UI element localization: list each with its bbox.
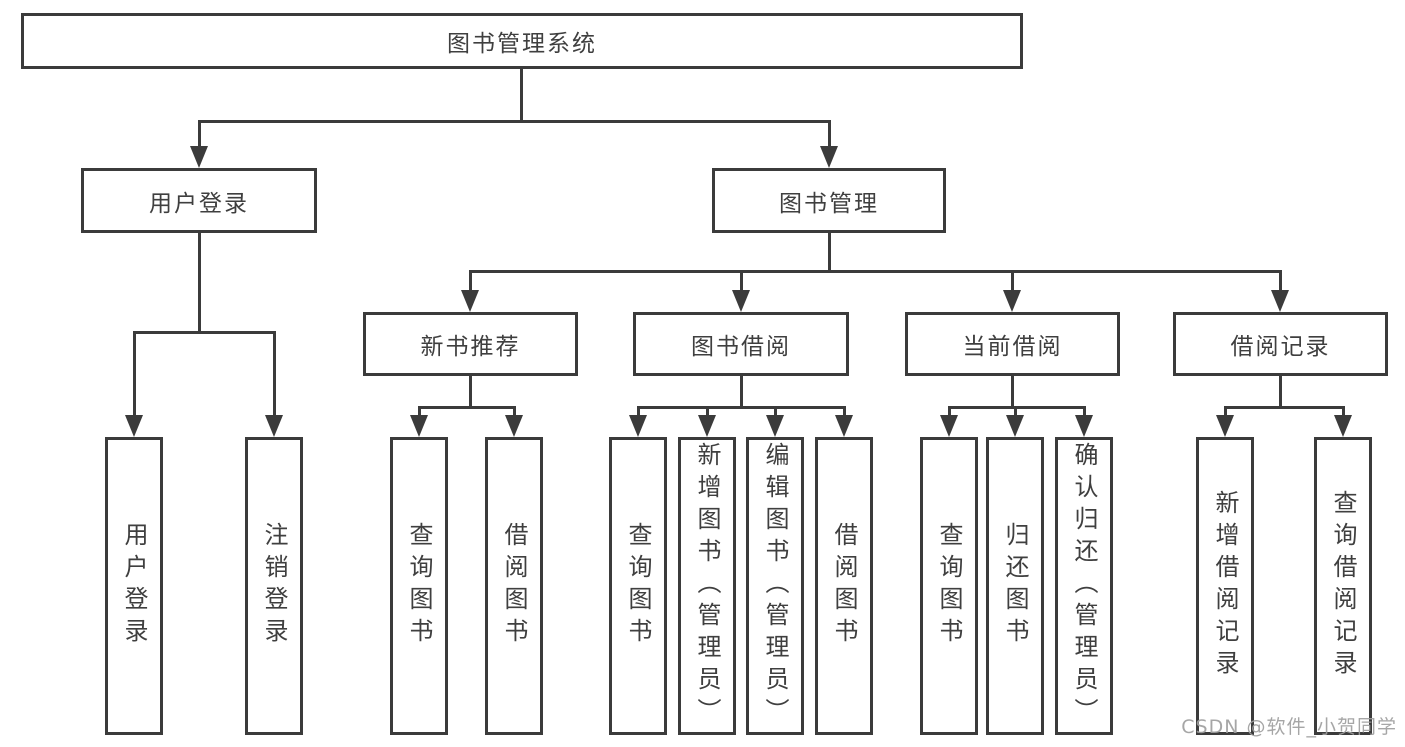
arrowhead [190, 146, 208, 168]
arrowhead [629, 415, 647, 437]
connector-v [198, 120, 201, 150]
node-borrow-records-label: 借阅记录 [1230, 334, 1331, 360]
connector-h [637, 406, 846, 409]
connector-h [133, 331, 276, 334]
node-new-book-recommend: 新书推荐 [363, 312, 578, 376]
arrowhead [766, 415, 784, 437]
connector-v [1011, 270, 1014, 292]
connector-v [774, 406, 777, 419]
arrowhead [1003, 290, 1021, 312]
leaf-return-book-label: 归还图书 [1001, 522, 1029, 650]
leaf-query-borrow-record-label: 查询借阅记录 [1329, 490, 1357, 682]
node-book-borrow: 图书借阅 [633, 312, 849, 376]
node-root: 图书管理系统 [21, 13, 1023, 69]
leaf-user-login-label: 用户登录 [120, 522, 148, 650]
connector-v [1014, 406, 1017, 419]
connector-v [843, 406, 846, 419]
leaf-return-book: 归还图书 [986, 437, 1044, 735]
connector-v [1279, 270, 1282, 292]
node-root-label: 图书管理系统 [447, 31, 597, 57]
arrowhead [835, 415, 853, 437]
leaf-logout-label: 注销登录 [260, 522, 288, 650]
leaf-confirm-return-admin-label: 确认归还（管理员） [1070, 442, 1098, 730]
connector-v [1083, 406, 1086, 419]
csdn-watermark: CSDN @软件_小贺同学 [1181, 716, 1397, 738]
arrowhead [265, 415, 283, 437]
node-borrow-records: 借阅记录 [1173, 312, 1388, 376]
leaf-confirm-return-admin: 确认归还（管理员） [1055, 437, 1113, 735]
connector-h [418, 406, 516, 409]
connector-v [637, 406, 640, 419]
connector-v [1342, 406, 1345, 419]
connector-v [418, 406, 421, 419]
leaf-query-borrow-record: 查询借阅记录 [1314, 437, 1372, 735]
connector-h [198, 120, 831, 123]
leaf-borrow-books-recommend-label: 借阅图书 [500, 522, 528, 650]
leaf-borrow-books-2: 借阅图书 [815, 437, 873, 735]
node-user-login-label: 用户登录 [149, 190, 249, 217]
connector-v [273, 331, 276, 417]
connector-v [706, 406, 709, 419]
connector-v [1279, 375, 1282, 408]
connector-v [828, 120, 831, 150]
leaf-query-books-recommend-label: 查询图书 [405, 522, 433, 650]
connector-v [520, 68, 523, 122]
arrowhead [125, 415, 143, 437]
leaf-edit-book-admin-label: 编辑图书（管理员） [761, 442, 789, 730]
arrowhead [1216, 415, 1234, 437]
leaf-add-book-admin: 新增图书（管理员） [678, 437, 736, 735]
leaf-edit-book-admin: 编辑图书（管理员） [746, 437, 804, 735]
connector-h [948, 406, 1086, 409]
arrowhead [820, 146, 838, 168]
node-book-management-label: 图书管理 [779, 190, 879, 217]
connector-v [948, 406, 951, 419]
arrowhead [461, 290, 479, 312]
leaf-add-borrow-record-label: 新增借阅记录 [1211, 490, 1239, 682]
connector-h [469, 270, 1282, 273]
connector-v [133, 331, 136, 417]
connector-v [513, 406, 516, 419]
leaf-user-login: 用户登录 [105, 437, 163, 735]
leaf-query-books-current: 查询图书 [920, 437, 978, 735]
leaf-query-books-borrow-label: 查询图书 [624, 522, 652, 650]
arrowhead [505, 415, 523, 437]
connector-h [1224, 406, 1345, 409]
connector-v [198, 232, 201, 333]
arrowhead [1334, 415, 1352, 437]
node-book-management: 图书管理 [712, 168, 946, 233]
arrowhead [410, 415, 428, 437]
node-book-borrow-label: 图书借阅 [691, 334, 791, 360]
leaf-query-books-borrow: 查询图书 [609, 437, 667, 735]
arrowhead [698, 415, 716, 437]
connector-v [740, 270, 743, 292]
node-current-borrow: 当前借阅 [905, 312, 1120, 376]
leaf-borrow-books-2-label: 借阅图书 [830, 522, 858, 650]
connector-v [469, 375, 472, 408]
arrowhead [732, 290, 750, 312]
connector-v [469, 270, 472, 292]
arrowhead [940, 415, 958, 437]
connector-v [740, 375, 743, 408]
connector-v [1011, 375, 1014, 408]
node-current-borrow-label: 当前借阅 [962, 334, 1063, 360]
leaf-add-borrow-record: 新增借阅记录 [1196, 437, 1254, 735]
connector-v [828, 232, 831, 272]
leaf-borrow-books-recommend: 借阅图书 [485, 437, 543, 735]
leaf-add-book-admin-label: 新增图书（管理员） [693, 442, 721, 730]
arrowhead [1271, 290, 1289, 312]
leaf-query-books-current-label: 查询图书 [935, 522, 963, 650]
leaf-logout: 注销登录 [245, 437, 303, 735]
node-new-book-recommend-label: 新书推荐 [420, 334, 521, 360]
leaf-query-books-recommend: 查询图书 [390, 437, 448, 735]
arrowhead [1006, 415, 1024, 437]
arrowhead [1075, 415, 1093, 437]
node-user-login: 用户登录 [81, 168, 317, 233]
connector-v [1224, 406, 1227, 419]
